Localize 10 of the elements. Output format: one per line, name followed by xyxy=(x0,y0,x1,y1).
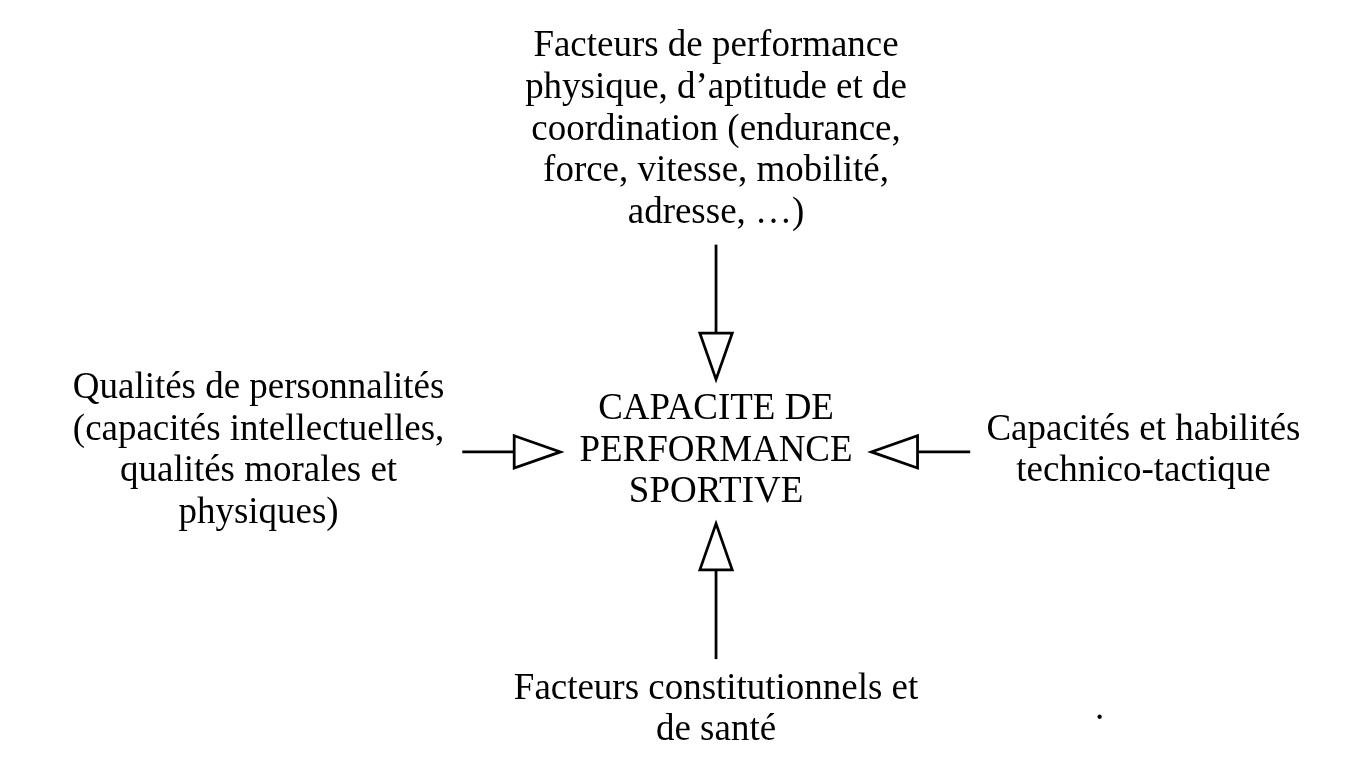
node-text: Capacités et habilités technico-tactique xyxy=(986,406,1301,490)
arrow xyxy=(462,433,565,470)
node-text: Facteurs de performance physique, d’aptitude et de coordination (endurance, force, vitesse, mobilité, adresse, …) xyxy=(525,23,907,231)
arrow xyxy=(867,433,971,470)
arrow xyxy=(697,244,735,384)
label: . xyxy=(1094,686,1105,728)
arrow xyxy=(697,519,735,660)
node-text: Facteurs constitutionnels et de santé xyxy=(513,665,919,749)
node-text: CAPACITE DE PERFORMANCE SPORTIVE xyxy=(579,386,853,511)
node-text: Qualités de personnalités (capacités intellectuelles, qualités morales et physiques) xyxy=(72,365,445,532)
